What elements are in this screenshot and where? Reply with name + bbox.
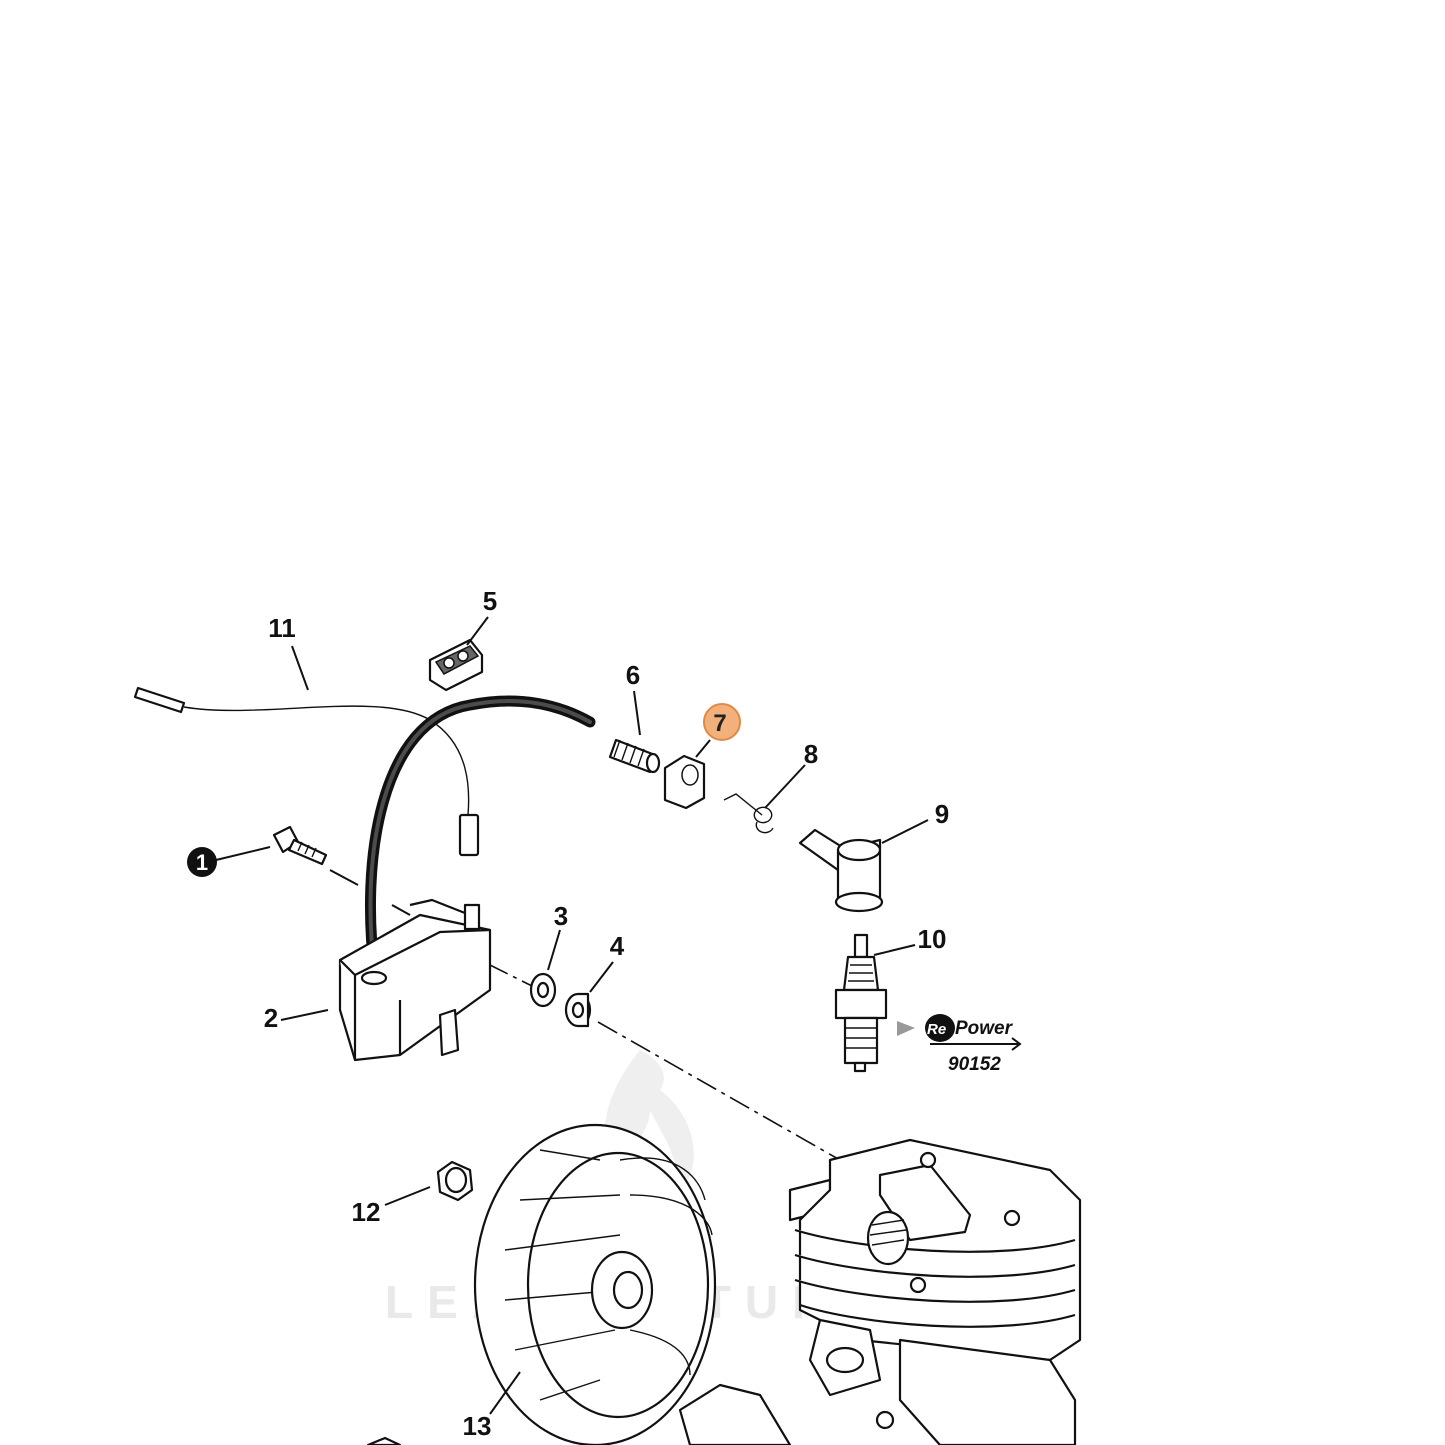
part-nut[interactable] (436, 1160, 474, 1202)
part-rubber-sleeve[interactable] (663, 754, 706, 810)
leader-lines (215, 616, 929, 1415)
part-ignition-lead[interactable] (365, 695, 596, 981)
callout-3[interactable]: 3 (554, 901, 568, 931)
watermark-flame-icon (604, 1050, 694, 1210)
arrow-right-icon (897, 1021, 915, 1036)
repower-brand-suffix: Power (955, 1018, 1014, 1039)
callout-7-highlight (703, 703, 741, 741)
callout-12[interactable]: 12 (352, 1197, 381, 1227)
callout-4[interactable]: 4 (610, 931, 625, 961)
part-short-circuit-wire[interactable] (133, 686, 480, 857)
part-screw[interactable] (272, 825, 328, 866)
callout-5[interactable]: 5 (483, 586, 497, 616)
assembly-axis-lower (597, 1021, 841, 1161)
callout-7-label: 7 (713, 710, 726, 737)
part-grommet[interactable] (428, 638, 484, 692)
callout-9[interactable]: 9 (935, 799, 949, 829)
callout-13[interactable]: 13 (463, 1411, 492, 1441)
callout-11[interactable]: 11 (268, 613, 296, 643)
repower-brand-prefix: Re (927, 1021, 946, 1038)
callouts: 1 2 3 4 5 6 7 8 9 10 11 12 13 (187, 586, 949, 1441)
callout-6[interactable]: 6 (626, 660, 640, 690)
part-leg-spring[interactable] (723, 793, 774, 834)
callout-1-badge (187, 847, 217, 877)
part-spacer[interactable] (564, 992, 592, 1028)
callout-10[interactable]: 10 (918, 924, 947, 954)
repower-logo: Re Power 90152 (897, 1014, 1022, 1075)
callout-1-label: 1 (196, 850, 208, 875)
repower-part-number: 90152 (948, 1054, 1001, 1075)
part-flywheel[interactable] (473, 1123, 717, 1445)
repower-badge-icon (925, 1014, 955, 1042)
part-cylinder[interactable] (678, 1138, 1082, 1445)
part-spark-plug-boot[interactable] (798, 828, 884, 913)
callout-1[interactable]: 1 (187, 847, 217, 877)
callout-2[interactable]: 2 (264, 1003, 278, 1033)
part-ignition-module[interactable] (338, 898, 492, 1062)
callout-7[interactable]: 7 (703, 703, 741, 741)
partial-part-edge (366, 1436, 402, 1445)
part-spark-plug[interactable] (834, 933, 888, 1073)
part-washer[interactable] (529, 972, 557, 1008)
part-sleeve-spring[interactable] (608, 738, 661, 774)
callout-8[interactable]: 8 (804, 739, 818, 769)
